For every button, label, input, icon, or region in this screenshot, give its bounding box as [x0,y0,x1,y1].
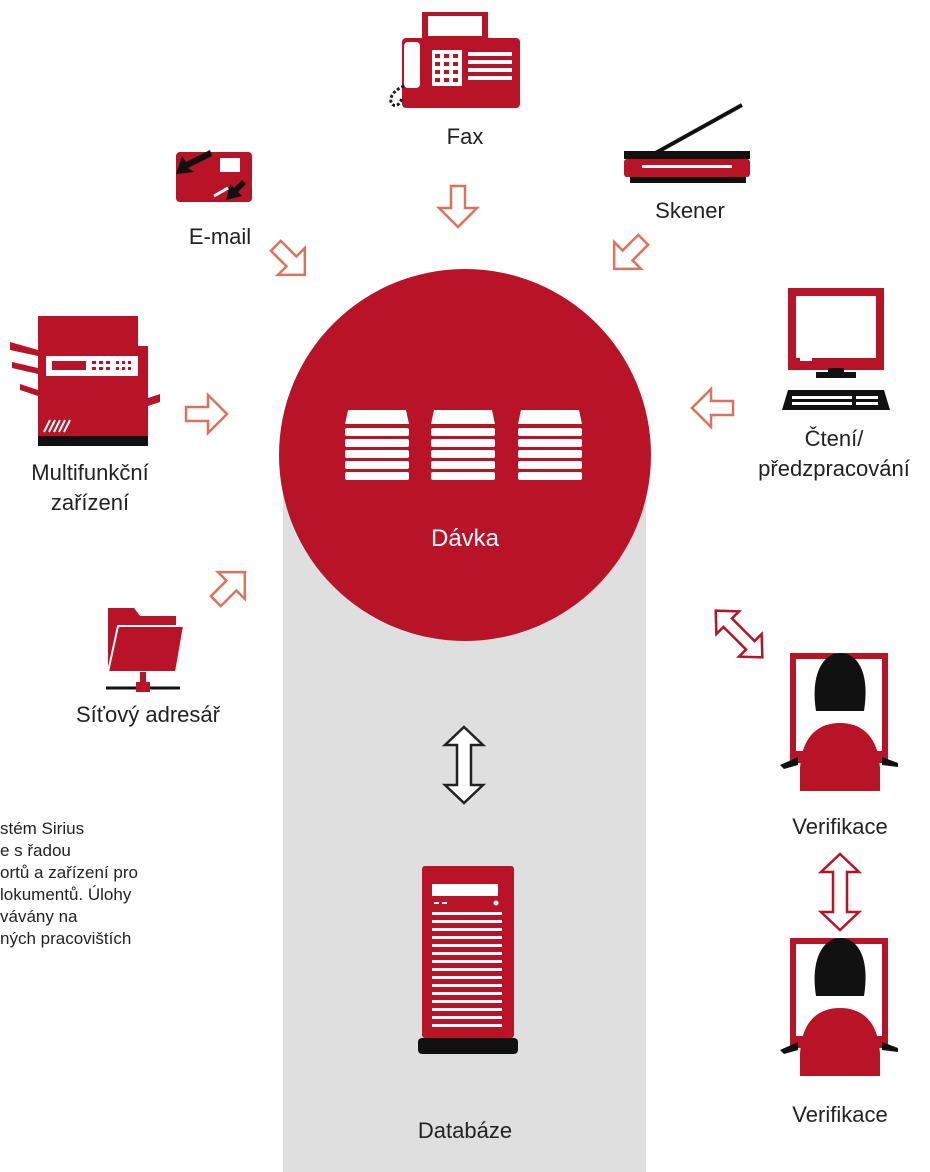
arrow-from-fax [435,184,481,229]
arrow-verification-verification [817,852,863,932]
arrow-from-scanner [612,233,650,271]
description-line: vávány na [0,907,78,926]
network-folder-label: Síťový adresář [76,702,220,727]
description-line: ortů a zařízení pro [0,863,138,882]
mfp-label-line1: Multifunkční [31,460,149,485]
arrow-from-network-folder [209,570,247,608]
fax-label: Fax [446,124,484,149]
document-stack-icon [345,410,582,480]
email-label: E-mail [188,224,252,249]
verification-label-top: Verifikace [792,814,888,839]
verifier-person-icon [780,938,898,1076]
reader-label-line1: Čtení/ [804,426,864,451]
reader-label: Čtení/ předzpracování [738,424,930,484]
database-label: Databáze [417,1118,513,1143]
reader-label-line2: předzpracování [758,456,910,481]
batch-label: Dávka [430,525,500,552]
arrow-batch-database [441,725,487,805]
monitor-icon [782,288,890,410]
arrow-from-reader [690,385,735,431]
arrow-from-email [269,239,307,277]
arrow-from-mfp [184,391,229,437]
fax-icon [389,12,520,108]
mfp-label: Multifunkční zařízení [0,458,180,518]
description-line: stém Sirius [0,819,85,838]
description-paragraph: stém Sirius e s řadou ortů a zařízení pr… [0,818,250,950]
description-line: ných pracovištích [0,929,132,948]
scanner-icon [624,103,750,183]
description-line: e s řadou [0,841,71,860]
arrow-batch-verification [714,609,764,659]
mfp-label-line2: zařízení [50,490,130,515]
description-line: lokumentů. Úlohy [0,885,132,904]
scanner-label: Skener [655,198,725,223]
folder-network-icon [106,608,186,692]
email-icon [176,150,252,202]
verification-label-bottom: Verifikace [792,1102,888,1127]
database-server-icon [418,866,518,1054]
verifier-person-icon [780,653,898,791]
mfp-icon [10,316,160,446]
